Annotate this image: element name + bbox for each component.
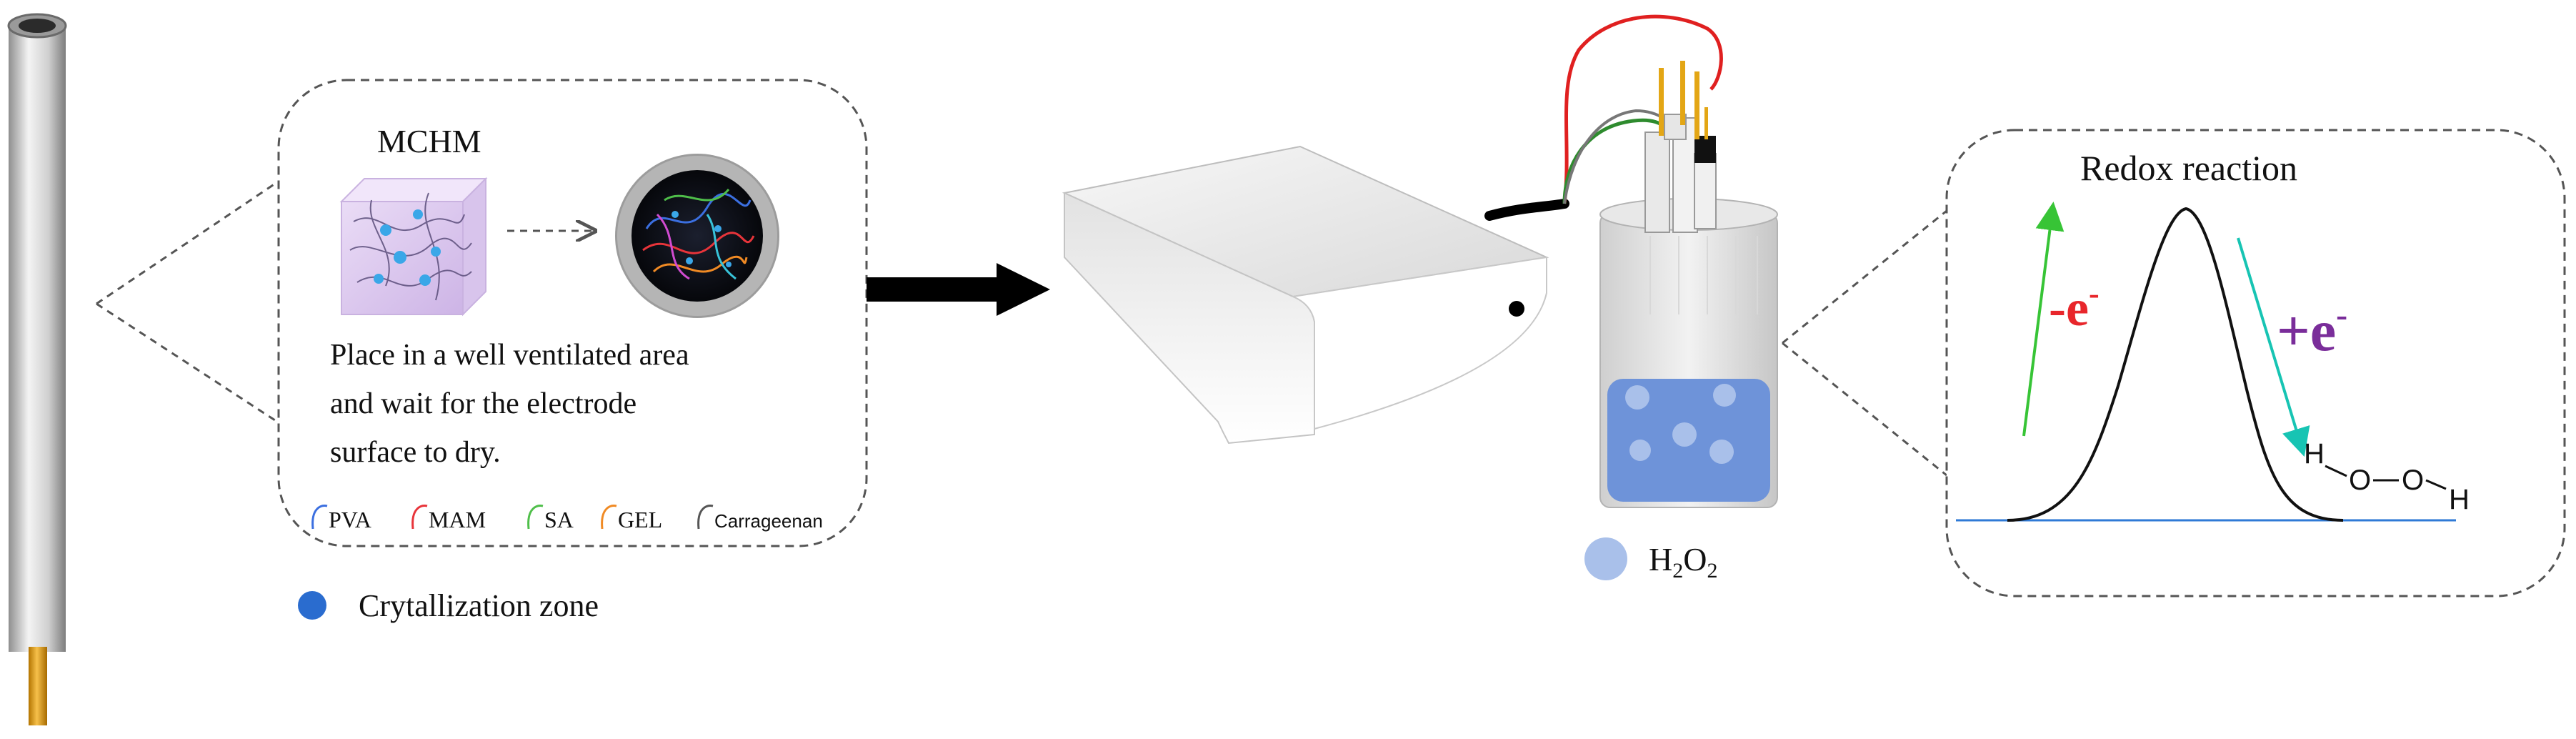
redox-panel: Redox reaction -e- +e- H O O H xyxy=(1945,129,2566,597)
crystallization-dot xyxy=(298,591,326,620)
h2o2-molecule: H O O H xyxy=(2304,438,2470,515)
redox-title: Redox reaction xyxy=(2080,148,2297,188)
instruction-line-2: and wait for the electrode xyxy=(330,387,636,420)
electron-loss-text: -e xyxy=(2049,279,2089,337)
h2o2-legend: H2O2 xyxy=(1584,537,1717,582)
legend-item-carrageenan: Carrageenan xyxy=(697,505,823,532)
legend-swatch-sa xyxy=(527,505,544,530)
bond-o-h-2 xyxy=(2425,479,2447,490)
legend-label-sa: SA xyxy=(544,507,574,532)
electrode-cross-section-icon xyxy=(615,154,779,318)
h2o2-label: H2O2 xyxy=(1649,541,1717,582)
bond-h-o-1 xyxy=(2325,465,2347,477)
zoom-lines-left xyxy=(96,181,278,423)
legend-label-mam: MAM xyxy=(429,507,486,532)
polymer-legend: PVA MAM SA GEL Carrageenan xyxy=(311,505,823,532)
legend-item-gel: GEL xyxy=(601,505,662,532)
working-electrode xyxy=(1644,132,1670,233)
legend-label-gel: GEL xyxy=(618,507,662,532)
electron-gain-text: +e xyxy=(2277,298,2336,363)
h2o2-label-sub1: 2 xyxy=(1672,559,1683,582)
electrode-tip xyxy=(29,647,47,725)
h2o2-label-o: O xyxy=(1683,541,1707,577)
legend-item-sa: SA xyxy=(527,505,574,532)
h2o2-label-sub2: 2 xyxy=(1707,559,1717,582)
electron-loss-label: -e- xyxy=(2049,276,2100,337)
molecule-o2: O xyxy=(2402,465,2424,496)
reduction-arrow xyxy=(2237,237,2310,457)
molecule-o1: O xyxy=(2349,465,2371,496)
legend-swatch-carrageenan xyxy=(697,505,714,530)
molecule-h2: H xyxy=(2449,484,2470,515)
electrode-rod xyxy=(7,13,67,725)
instruction-line-3: surface to dry. xyxy=(330,436,501,469)
electron-gain-sup: - xyxy=(2336,296,2347,334)
instruction-text: Place in a well ventilated area and wait… xyxy=(330,339,697,469)
mchm-panel: MCHM xyxy=(277,79,868,547)
electron-loss-sup: - xyxy=(2089,276,2100,311)
hot-plate xyxy=(1062,145,1549,445)
hydrogel-cube-icon xyxy=(339,177,488,317)
molecule-h1: H xyxy=(2304,438,2325,470)
legend-item-mam: MAM xyxy=(411,505,486,532)
legend-swatch-mam xyxy=(411,505,428,530)
process-arrow xyxy=(867,263,1050,316)
legend-swatch-gel xyxy=(601,505,617,530)
mchm-title: MCHM xyxy=(377,123,481,159)
crystallization-zone-legend: Crytallization zone xyxy=(298,588,599,623)
instruction-line-1: Place in a well ventilated area xyxy=(330,339,689,372)
power-knob xyxy=(1509,301,1524,317)
legend-item-pva: PVA xyxy=(311,505,371,532)
legend-swatch-pva xyxy=(311,505,328,530)
oxidation-arrow xyxy=(2022,202,2065,437)
electron-gain-label: +e- xyxy=(2277,296,2347,363)
legend-label-carrageenan: Carrageenan xyxy=(714,510,823,532)
redox-peak-curve xyxy=(2007,207,2344,522)
h2o2-label-h: H xyxy=(1649,541,1672,577)
crystallization-label: Crytallization zone xyxy=(359,588,599,623)
counter-electrode xyxy=(1694,153,1717,229)
h2o2-bubbles xyxy=(1625,384,1736,464)
h2o2-legend-dot xyxy=(1584,537,1627,580)
electrochemical-cell xyxy=(1599,61,1778,508)
legend-label-pva: PVA xyxy=(329,507,371,532)
zoom-lines-right xyxy=(1782,209,1947,477)
